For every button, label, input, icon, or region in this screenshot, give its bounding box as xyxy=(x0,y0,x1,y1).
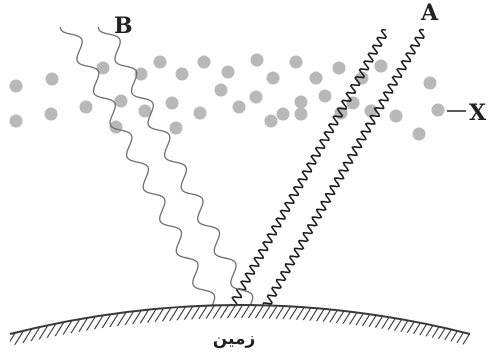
particle xyxy=(431,103,445,117)
particle xyxy=(412,127,426,141)
particle xyxy=(266,71,280,85)
particle xyxy=(44,107,58,121)
particle xyxy=(9,114,23,128)
label-b: B xyxy=(114,13,133,39)
earth-arc xyxy=(9,304,471,335)
particle xyxy=(197,55,211,69)
particle xyxy=(9,79,23,93)
ray-b-wave xyxy=(59,26,216,307)
particle xyxy=(153,55,167,69)
particle xyxy=(374,59,388,73)
particle xyxy=(264,114,278,128)
particle xyxy=(389,109,403,123)
particle xyxy=(79,100,93,114)
particle xyxy=(214,83,228,97)
particle xyxy=(45,72,59,86)
particle xyxy=(250,53,264,67)
particle xyxy=(96,61,110,75)
ray-a-wave xyxy=(262,28,425,305)
particle xyxy=(221,65,235,79)
label-a: A xyxy=(420,0,439,26)
particle xyxy=(318,89,332,103)
particle xyxy=(276,107,290,121)
label-x: X xyxy=(469,100,487,126)
particle xyxy=(169,121,183,135)
earth-surface xyxy=(0,290,471,354)
ray-b-wave xyxy=(97,26,254,307)
particle xyxy=(193,106,207,120)
ray-b-group xyxy=(59,26,254,307)
hatch-line xyxy=(0,290,7,354)
particle xyxy=(249,90,263,104)
particle-layer xyxy=(9,53,445,141)
ray-a-wave xyxy=(229,28,387,307)
particle xyxy=(294,107,308,121)
earth-hatching xyxy=(0,290,470,354)
particle xyxy=(309,71,323,85)
particle xyxy=(294,95,308,109)
particle xyxy=(232,100,246,114)
particle xyxy=(332,61,346,75)
particle xyxy=(289,55,303,69)
hatch-line xyxy=(456,305,470,354)
particle xyxy=(138,104,152,118)
ground-fill xyxy=(10,318,470,354)
ray-a-group xyxy=(229,28,425,307)
label-earth: زمین xyxy=(213,329,256,349)
particle xyxy=(423,76,437,90)
particle xyxy=(346,96,360,110)
particle xyxy=(175,67,189,81)
particle xyxy=(165,96,179,110)
particle xyxy=(114,94,128,108)
hatch-line xyxy=(10,305,15,354)
particle xyxy=(134,67,148,81)
